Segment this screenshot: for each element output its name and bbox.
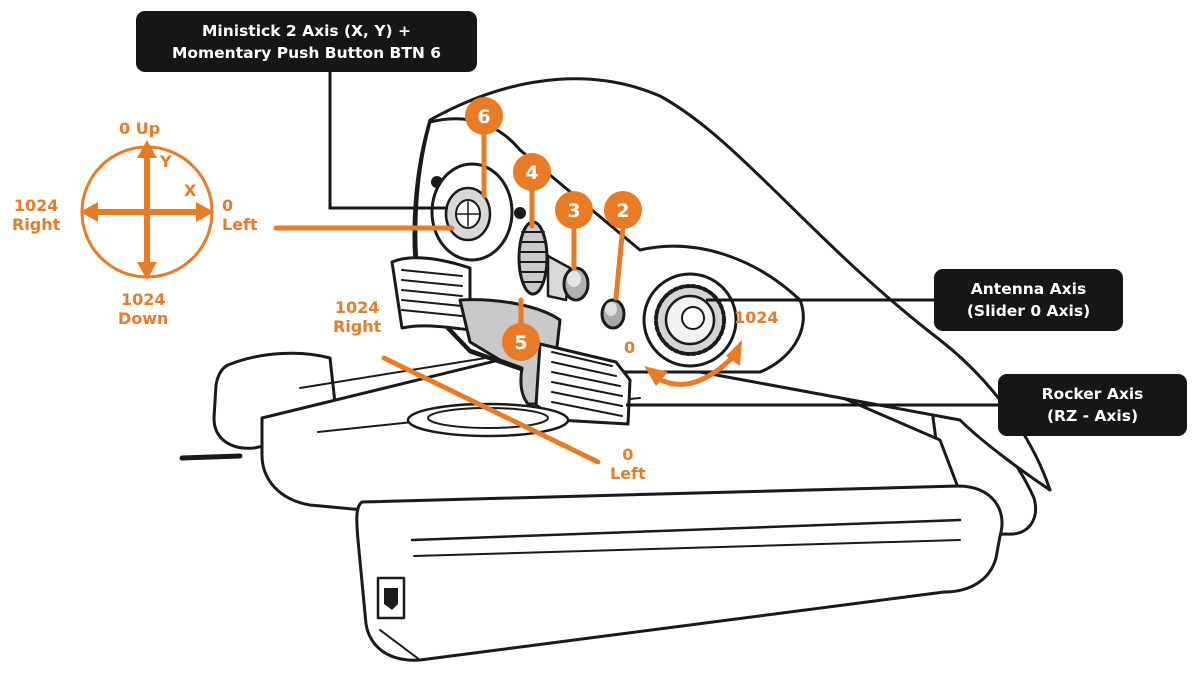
compass-y-letter: Y: [160, 152, 172, 171]
antenna-callout: Antenna Axis (Slider 0 Axis): [934, 269, 1123, 331]
compass-left-word: Left: [222, 215, 258, 234]
compass-right-label: 1024 Right: [12, 196, 60, 234]
rocker-callout: Rocker Axis (RZ - Axis): [998, 374, 1187, 436]
compass-up-label: 0 Up: [119, 119, 161, 138]
ministick-callout: Ministick 2 Axis (X, Y) + Momentary Push…: [136, 11, 477, 72]
compass-right-word: Right: [12, 215, 61, 234]
badge-3-text: 3: [567, 200, 580, 222]
rocker-min-label: 0 Left: [610, 445, 646, 483]
rocker-min-value: 0: [622, 445, 634, 464]
compass-down-word: Down: [118, 309, 169, 328]
usb-cable: [179, 453, 243, 461]
rocker-callout-line1: Rocker Axis: [1041, 385, 1144, 403]
antenna-knob: [642, 272, 738, 368]
antenna-max-label: 1024: [734, 308, 779, 327]
compass-left-label: 0 Left: [222, 196, 258, 234]
badge-2: 2: [604, 191, 642, 229]
antenna-callout-line2: (Slider 0 Axis): [966, 302, 1091, 320]
compass-right-value: 1024: [13, 196, 59, 215]
rocker-min-word: Left: [610, 464, 646, 483]
badge-6-text: 6: [477, 106, 490, 128]
badge-5-text: 5: [514, 332, 527, 354]
badge-2-line: [613, 223, 626, 301]
antenna-callout-line1: Antenna Axis: [970, 280, 1087, 298]
rocker-callout-line2: (RZ - Axis): [1046, 407, 1139, 425]
rocker-paddle-right: [534, 342, 632, 426]
rocker-range-line: [381, 355, 601, 465]
antenna-min-label: 0: [624, 338, 636, 357]
rocker-max-label: 1024 Right: [333, 298, 381, 336]
badge-4-text: 4: [525, 162, 538, 184]
ministick-leader-line: [328, 72, 448, 210]
base-front-slab: [355, 484, 1004, 662]
ministick-callout-line2: Momentary Push Button BTN 6: [171, 43, 442, 62]
ministick-callout-line1: Ministick 2 Axis (X, Y) +: [201, 21, 412, 40]
badge-5: 5: [502, 323, 540, 361]
compass-left-value: 0: [222, 196, 234, 215]
badge-3: 3: [555, 191, 593, 229]
badge-4: 4: [513, 153, 551, 191]
compass-down-label: 1024 Down: [118, 290, 168, 328]
rocker-paddle-left: [390, 256, 472, 332]
compass-x-letter: X: [184, 181, 197, 200]
compass-down-value: 1024: [120, 290, 166, 309]
rocker-max-word: Right: [333, 317, 382, 336]
badge-6: 6: [465, 97, 503, 135]
antenna-range-arrow: [652, 354, 736, 387]
rocker-max-value: 1024: [334, 298, 380, 317]
badge-2-text: 2: [616, 200, 629, 222]
axis-compass: [80, 140, 214, 280]
